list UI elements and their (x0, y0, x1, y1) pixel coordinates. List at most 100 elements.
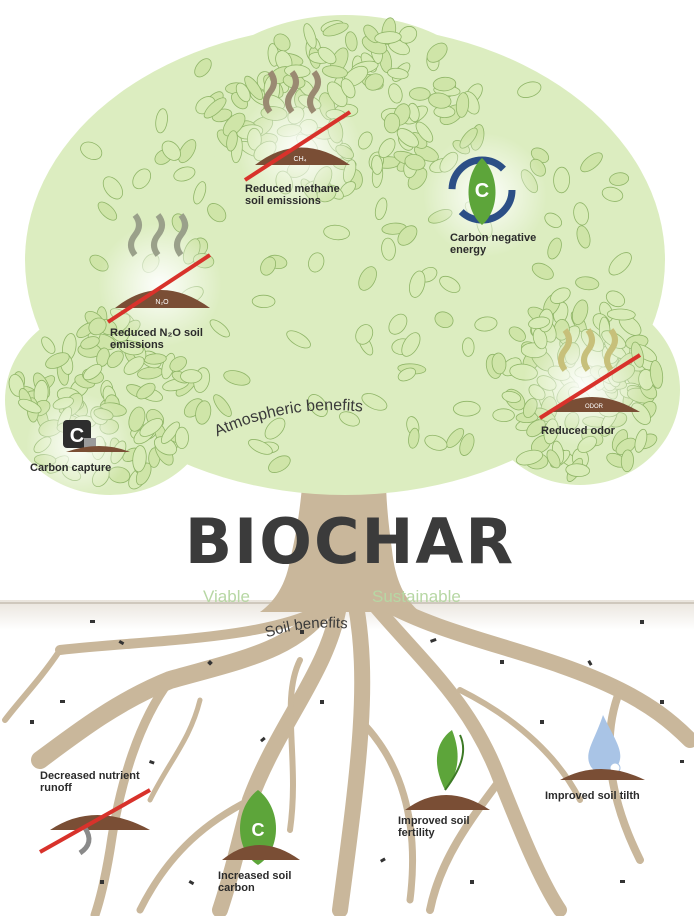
leaf (371, 155, 383, 175)
roots (2, 591, 694, 920)
leaf (235, 82, 251, 103)
n2o-benefit-label: Reduced N₂O soil emissions (110, 327, 203, 351)
nutrient-runoff-icon (39, 788, 151, 856)
leaf (453, 400, 481, 417)
leaf (649, 360, 664, 389)
leaf (178, 139, 197, 164)
nutrient-runoff-benefit-label: Decreased nutrient runoff (40, 770, 140, 794)
leaf (139, 418, 163, 437)
leaf (547, 237, 562, 260)
tilth-label-line-1: Improved soil tilth (545, 790, 640, 802)
leaf (601, 186, 624, 202)
leaf (396, 128, 419, 148)
leaf (634, 428, 648, 453)
carbon-negative-label-line-2: energy (450, 244, 487, 256)
leaf (251, 294, 276, 309)
leaf (573, 202, 589, 226)
tilth-benefit-label: Improved soil tilth (545, 790, 640, 802)
sustainable-label: Sustainable (372, 587, 461, 606)
strike-line (39, 788, 151, 854)
leaf (426, 42, 448, 63)
runoff-label-line-1: Decreased nutrient (40, 770, 140, 782)
leaf (432, 76, 457, 92)
leaf (517, 81, 542, 98)
leaf (565, 463, 590, 478)
methane-benefit-label: Reduced methane soil emissions (245, 183, 340, 207)
fertility-label-line-2: fertility (398, 827, 435, 839)
leaf (404, 153, 426, 171)
n2o-mound-label: N₂O (155, 299, 169, 306)
leaf (515, 449, 544, 466)
leaf (118, 340, 144, 356)
strike-line (243, 110, 352, 182)
soil-carbon-label-line-2: carbon (218, 882, 255, 894)
soil-carbon-label-line-1: Increased soil (218, 870, 292, 882)
leaf (501, 391, 522, 403)
strike-line (538, 353, 642, 420)
leaf (173, 166, 196, 182)
soil-carbon-icon-letter: C (252, 820, 265, 840)
leaf (160, 421, 180, 444)
leaf (397, 367, 417, 382)
leaf (424, 434, 448, 451)
soil-carbon-benefit-label: Increased soil carbon (218, 870, 291, 894)
leaf (308, 252, 325, 273)
leaf (321, 65, 348, 79)
leaf (107, 350, 124, 368)
leaf (123, 356, 145, 375)
leaf (80, 336, 100, 350)
leaf (223, 370, 251, 386)
runoff-label-line-2: runoff (40, 782, 72, 794)
leaf (268, 455, 291, 473)
leaf (169, 356, 187, 372)
leaf (193, 181, 207, 205)
leaf (397, 225, 418, 246)
carbon-capture-benefit-label: Carbon capture (30, 462, 111, 474)
leaf (580, 152, 603, 173)
leaf (264, 417, 286, 440)
leaf (226, 130, 238, 152)
leaf (428, 92, 452, 109)
leaf (222, 112, 246, 137)
leaf (307, 394, 328, 417)
leaf (361, 393, 388, 411)
leaf (345, 31, 358, 52)
leaf (455, 92, 470, 118)
strike-line (106, 253, 212, 324)
leaf (128, 406, 146, 432)
carbon-negative-icon-letter: C (475, 180, 489, 202)
odor-icon (538, 328, 642, 420)
leaf (194, 58, 212, 78)
methane-mound-label: CH₄ (294, 156, 307, 163)
leaf (323, 224, 350, 241)
leaf (374, 31, 402, 44)
leaf (374, 197, 388, 221)
leaf (531, 262, 554, 280)
leaf (620, 449, 634, 473)
leaf (303, 23, 317, 49)
methane-label-line-2: soil emissions (245, 195, 321, 207)
water-drop-icon (560, 715, 645, 780)
carbon-cycle-icon (448, 156, 516, 225)
leaf (132, 445, 147, 473)
leaf (388, 83, 403, 104)
biochar-title: BIOCHAR (184, 505, 516, 578)
leaf (273, 33, 291, 52)
leaf (528, 316, 551, 330)
leaf (398, 26, 418, 44)
leaf (174, 426, 189, 449)
carbon-capture-icon-letter: C (70, 425, 84, 447)
fertility-label-line-1: Improved soil (398, 815, 470, 827)
sprout-icon (405, 730, 490, 810)
n2o-emission-icon (106, 213, 212, 324)
leaf (544, 212, 563, 228)
leaf (339, 411, 360, 427)
soil-carbon-icon (222, 790, 300, 865)
leaf (97, 201, 118, 221)
leaf (358, 266, 377, 291)
leaf (355, 324, 374, 345)
leaf (286, 330, 311, 349)
leaf (434, 311, 454, 328)
